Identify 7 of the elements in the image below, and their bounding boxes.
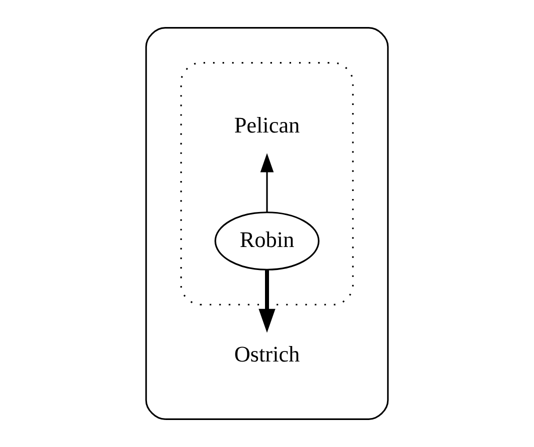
cluster xyxy=(145,27,389,420)
node-text: Pelican xyxy=(234,112,300,138)
node-text: Ostrich xyxy=(234,341,300,366)
arrow xyxy=(260,153,274,212)
arrow xyxy=(258,270,276,333)
cluster xyxy=(180,62,354,306)
node-ellipse: Robin xyxy=(214,212,320,270)
